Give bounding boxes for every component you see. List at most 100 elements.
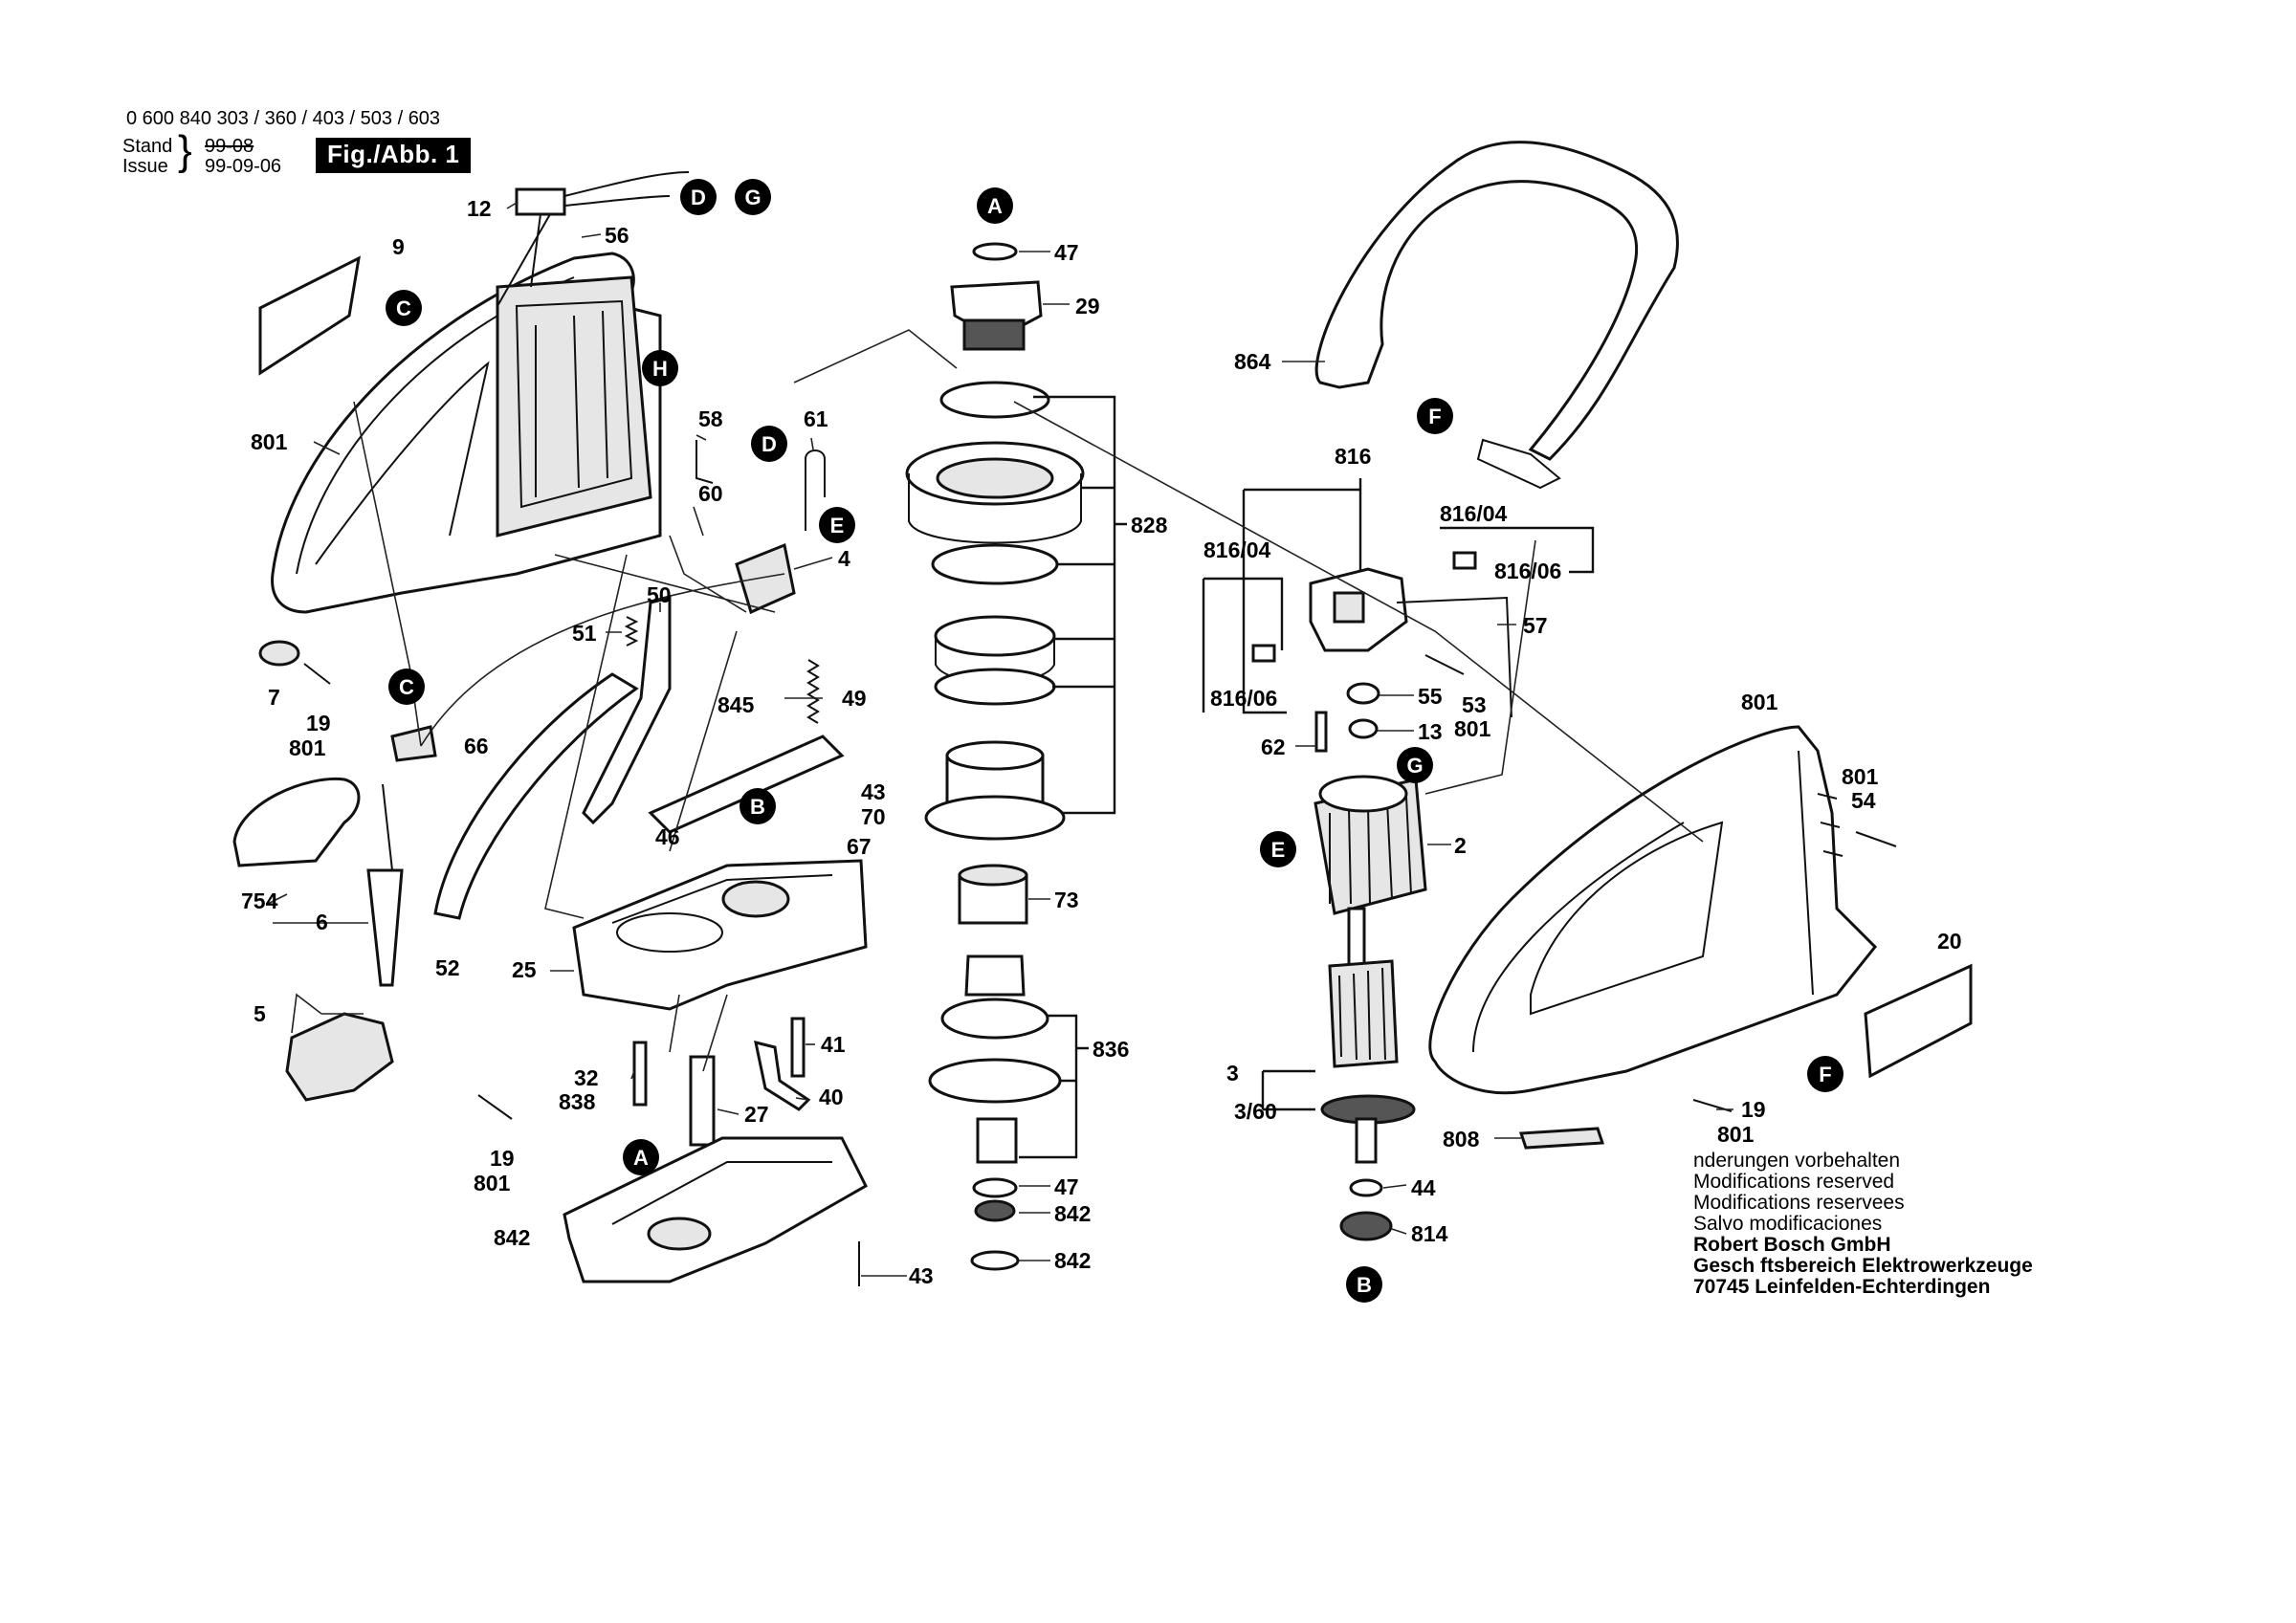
spring-49 bbox=[806, 659, 820, 724]
part-label: 49 bbox=[842, 686, 867, 711]
callout-H: H bbox=[652, 357, 668, 381]
callout-G: G bbox=[744, 186, 761, 209]
part-label: 754 bbox=[241, 888, 278, 913]
right-housing-801 bbox=[1428, 725, 1878, 1095]
left-housing-801 bbox=[271, 252, 662, 614]
callout-F: F bbox=[1819, 1063, 1831, 1086]
note-line: Modifications reservees bbox=[1693, 1192, 1905, 1214]
shaft-27 bbox=[689, 1055, 716, 1147]
callout-A: A bbox=[633, 1146, 649, 1170]
figure-tag: Fig./Abb. 1 bbox=[316, 138, 472, 173]
handle-864-detail bbox=[1476, 438, 1561, 490]
part-label: 43 bbox=[861, 779, 886, 804]
callout-D: D bbox=[691, 186, 706, 209]
armature-3 bbox=[1320, 907, 1416, 1164]
guide-rail-52 bbox=[433, 672, 639, 920]
stator-2 bbox=[1314, 775, 1427, 915]
clamp-66 bbox=[390, 725, 437, 762]
callout-C: C bbox=[396, 296, 411, 320]
callout-C: C bbox=[399, 675, 414, 699]
callout-B: B bbox=[750, 795, 765, 819]
part-label: 57 bbox=[1523, 613, 1548, 638]
group-bar-3 bbox=[1261, 1069, 1315, 1111]
part-label: 816 bbox=[1335, 444, 1371, 469]
ring-55 bbox=[1346, 682, 1380, 705]
part-label: 54 bbox=[1851, 788, 1876, 813]
part-label: 46 bbox=[655, 824, 680, 849]
clip-61 bbox=[805, 450, 826, 531]
part-label: 53 bbox=[1462, 692, 1487, 717]
part-label: 41 bbox=[821, 1032, 846, 1057]
stand-value: 99-08 bbox=[205, 136, 254, 157]
callout-B: B bbox=[1357, 1273, 1372, 1297]
part-label: 4 bbox=[838, 546, 850, 571]
part-label: 5 bbox=[254, 1001, 266, 1026]
part-label: 40 bbox=[819, 1085, 844, 1109]
grip-754 bbox=[232, 777, 361, 867]
callout-A: A bbox=[987, 194, 1003, 218]
callout-G: G bbox=[1406, 754, 1423, 778]
lever-50 bbox=[582, 596, 672, 825]
part-label: 845 bbox=[718, 692, 755, 717]
stand-label: Stand bbox=[122, 136, 173, 157]
part-label: 32 bbox=[574, 1065, 599, 1090]
part-label: 50 bbox=[647, 582, 672, 607]
slider-845 bbox=[648, 735, 845, 834]
cord-6 bbox=[382, 783, 393, 871]
bracket-58 bbox=[695, 440, 714, 484]
part-label: 47 bbox=[1054, 240, 1079, 265]
screw-19-b bbox=[477, 1094, 513, 1120]
screw-53 bbox=[1424, 654, 1465, 675]
bearing-814 bbox=[1339, 1211, 1393, 1241]
part-label: 864 bbox=[1234, 349, 1271, 374]
note-line: nderungen vorbehalten bbox=[1693, 1150, 1901, 1172]
part-label: 801 bbox=[289, 735, 326, 760]
part-label: 70 bbox=[861, 804, 886, 829]
center-gear-stack bbox=[905, 242, 1085, 1271]
part-label: 44 bbox=[1411, 1175, 1436, 1200]
washer-44 bbox=[1349, 1178, 1383, 1197]
part-label: 27 bbox=[744, 1102, 769, 1127]
group-bar-836 bbox=[1019, 1014, 1089, 1159]
ring-13 bbox=[1348, 718, 1379, 739]
part-label: 25 bbox=[512, 957, 537, 982]
part-label: 9 bbox=[392, 234, 405, 259]
part-label: 7 bbox=[268, 685, 280, 710]
part-label: 808 bbox=[1443, 1127, 1480, 1151]
part-label: 29 bbox=[1075, 294, 1100, 318]
company-line: 70745 Leinfelden-Echterdingen bbox=[1693, 1276, 1991, 1298]
label-leaders bbox=[267, 202, 1733, 1277]
note-line: Modifications reserved bbox=[1693, 1171, 1895, 1193]
handle-864 bbox=[1314, 141, 1679, 461]
part-label: 842 bbox=[1054, 1201, 1091, 1226]
assembly-leaders bbox=[353, 329, 1704, 1072]
screw-19-a bbox=[303, 663, 331, 685]
callout-F: F bbox=[1428, 405, 1441, 428]
callout-E: E bbox=[1271, 838, 1286, 862]
part-label: 20 bbox=[1937, 929, 1962, 954]
part-label: 838 bbox=[559, 1089, 596, 1114]
part-label: 828 bbox=[1131, 513, 1168, 537]
header-brace: } bbox=[178, 127, 192, 174]
switch-4 bbox=[735, 542, 796, 615]
part-label: 3/60 bbox=[1234, 1099, 1277, 1124]
label-sheet-20 bbox=[1864, 963, 1973, 1079]
part-label: 61 bbox=[804, 406, 828, 431]
group-bar-816 bbox=[1202, 478, 1595, 714]
part-label: 816/04 bbox=[1203, 537, 1271, 562]
part-label: 73 bbox=[1054, 888, 1079, 912]
part-label: 814 bbox=[1411, 1221, 1448, 1246]
part-label: 55 bbox=[1418, 684, 1443, 709]
part-label: 842 bbox=[494, 1225, 530, 1250]
plate-808 bbox=[1518, 1127, 1605, 1150]
part-label: 816/06 bbox=[1210, 686, 1277, 711]
callout-circles: D G C H D E C B A A F G E B F bbox=[386, 179, 1843, 1303]
part-label: 801 bbox=[251, 429, 288, 454]
part-label: 801 bbox=[1717, 1122, 1755, 1147]
pin-32 bbox=[632, 1041, 648, 1107]
grommet-7 bbox=[258, 640, 300, 667]
pin-41 bbox=[790, 1017, 806, 1078]
screw-54 bbox=[1855, 831, 1897, 847]
part-label: 47 bbox=[1054, 1174, 1079, 1199]
cord-sleeve-6 bbox=[366, 868, 404, 987]
